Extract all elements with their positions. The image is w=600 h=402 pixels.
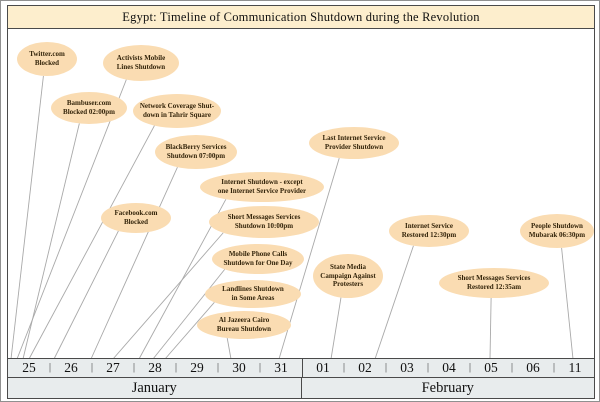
event-blackberry-shutdown: BlackBerry Services Shutdown 07:00pm [155, 135, 237, 169]
event-landlines-shutdown: Landlines Shutdown in Some Areas [205, 280, 301, 308]
date-separator: | [48, 362, 51, 373]
month-january-label: January [131, 379, 177, 396]
event-state-media-campaign: State Media Campaign Against Protesters [313, 254, 383, 298]
event-people-shutdown-mubarak: People Shutdown Mubarak 06:30pm [520, 214, 594, 248]
date-january-30: 30 [232, 360, 246, 375]
connector-line-al-jazeera-bureau [226, 337, 232, 360]
month-divider [302, 359, 303, 377]
date-separator: | [132, 362, 135, 373]
connector-line-bambuser-blocked [22, 123, 80, 360]
connector-line-twitter-blocked [10, 75, 44, 360]
date-january-28: 28 [148, 360, 162, 375]
date-separator: | [552, 362, 555, 373]
month-january: January [8, 378, 301, 398]
date-february-02: 02 [358, 360, 372, 375]
event-network-coverage-tahrir: Network Coverage Shut- down in Tahrir Sq… [133, 94, 221, 128]
event-sms-shutdown: Short Messages Services Shutdown 10:00pm [209, 206, 319, 238]
date-january-27: 27 [106, 360, 120, 375]
month-february-label: February [421, 379, 474, 396]
date-separator: | [468, 362, 471, 373]
event-twitter-blocked: Twitter.com Blocked [17, 42, 77, 76]
connector-line-landlines-shutdown [164, 302, 215, 360]
timeline-dates-row: 25 | 26 | 27 | 28 | 29 | 30 | 31 01 | 02 | 03 | 04 | 05 | 06 | 11 [7, 358, 595, 378]
date-separator: | [426, 362, 429, 373]
date-february-11: 11 [568, 360, 582, 375]
date-separator: | [90, 362, 93, 373]
event-internet-restored: Internet Service Restored 12:30pm [389, 215, 469, 247]
connector-line-mobile-calls-shutdown [152, 269, 226, 360]
event-facebook-blocked: Facebook.com Blocked [101, 203, 171, 233]
date-separator: | [384, 362, 387, 373]
date-separator: | [174, 362, 177, 373]
event-mobile-calls-shutdown: Mobile Phone Calls Shutdown for One Day [212, 244, 304, 274]
date-separator: | [216, 362, 219, 373]
connector-line-network-coverage-tahrir [28, 125, 155, 360]
connector-line-activists-mobile-lines [16, 79, 127, 360]
connector-line-sms-restored [489, 297, 492, 360]
date-february-01: 01 [316, 360, 330, 375]
connector-line-facebook-blocked [53, 230, 119, 360]
date-january-31: 31 [274, 360, 288, 375]
event-al-jazeera-bureau: Al Jazeera Cairo Bureau Shutdown [197, 311, 291, 339]
event-bambuser-blocked: Bambuser.com Blocked 02:00pm [51, 92, 127, 124]
connector-line-internet-restored [374, 245, 414, 360]
date-february-06: 06 [526, 360, 540, 375]
timeline-months-row: January February [7, 377, 595, 399]
event-internet-shutdown: Internet Shutdown - except one Internet … [200, 172, 324, 202]
date-january-26: 26 [64, 360, 78, 375]
connector-line-sms-shutdown [112, 232, 224, 360]
date-separator: | [510, 362, 513, 373]
date-february-04: 04 [442, 360, 456, 375]
connector-line-people-shutdown-mubarak [561, 247, 574, 360]
event-last-isp-shutdown: Last Internet Service Provider Shutdown [309, 127, 399, 159]
diagram-title: Egypt: Timeline of Communication Shutdow… [122, 9, 480, 24]
date-january-29: 29 [190, 360, 204, 375]
event-sms-restored: Short Messages Services Restored 12:35am [439, 268, 549, 298]
month-february: February [300, 378, 595, 398]
date-february-03: 03 [400, 360, 414, 375]
connector-line-state-media-campaign [330, 297, 342, 360]
connector-line-blackberry-shutdown [90, 166, 178, 360]
date-separator: | [258, 362, 261, 373]
diagram-title-bar: Egypt: Timeline of Communication Shutdow… [7, 5, 595, 29]
date-separator: | [342, 362, 345, 373]
event-activists-mobile-lines: Activists Mobile Lines Shutdown [103, 45, 179, 81]
date-february-05: 05 [484, 360, 498, 375]
date-january-25: 25 [22, 360, 36, 375]
